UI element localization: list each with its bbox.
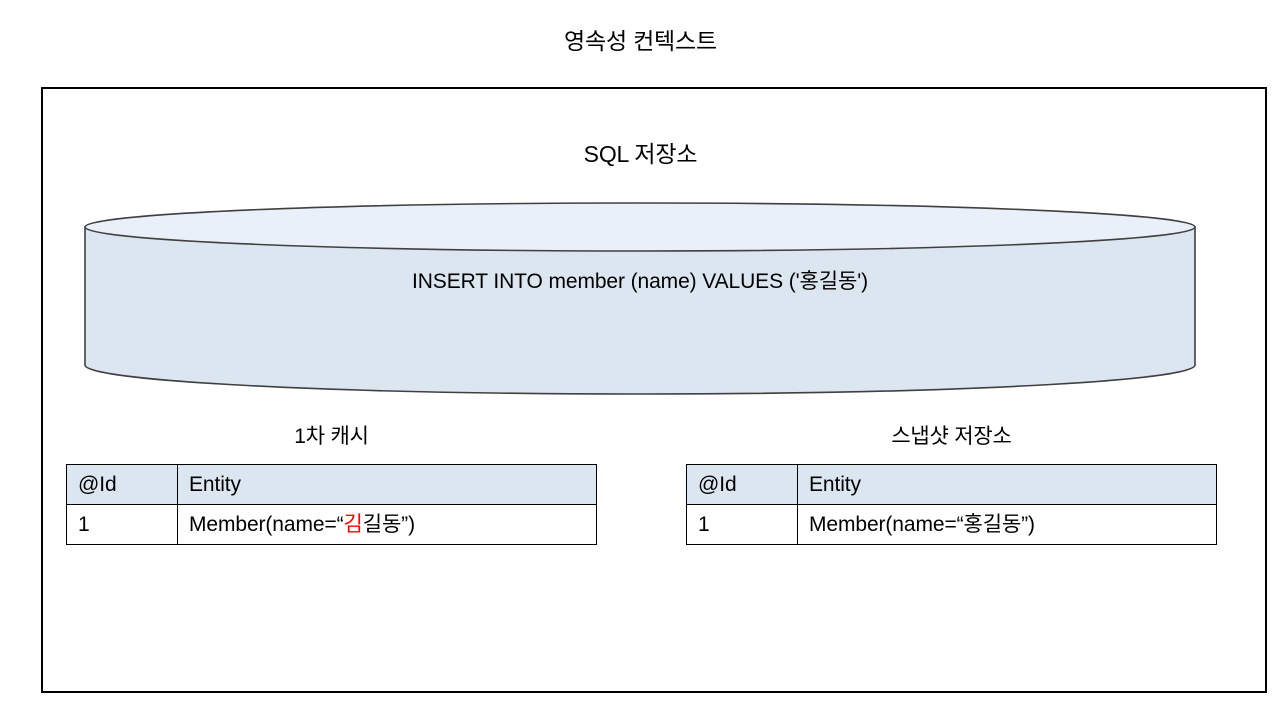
cylinder-body — [84, 226, 1196, 395]
first-level-cache-table: @Id Entity 1 Member(name=“김길동”) — [66, 464, 597, 545]
snapshot-store-table: @Id Entity 1 Member(name=“홍길동”) — [686, 464, 1217, 545]
entity-text-suffix: 길동”) — [362, 513, 415, 536]
column-header-id: @Id — [686, 464, 798, 505]
snapshot-store-caption: 스냅샷 저장소 — [891, 425, 1012, 448]
cell-entity: Member(name=“홍길동”) — [797, 504, 1217, 545]
cell-id: 1 — [686, 504, 798, 545]
entity-text-highlight: 김 — [343, 513, 363, 536]
column-header-entity: Entity — [177, 464, 597, 505]
sql-store-label: SQL 저장소 — [583, 141, 698, 167]
table-row: 1 Member(name=“김길동”) — [66, 504, 597, 545]
cell-id: 1 — [66, 504, 178, 545]
entity-text-prefix: Member(name=“ — [189, 513, 344, 536]
sql-store-cylinder — [80, 198, 1200, 395]
column-header-id: @Id — [66, 464, 178, 505]
cell-entity: Member(name=“김길동”) — [177, 504, 597, 545]
table-header-row: @Id Entity — [686, 464, 1217, 505]
column-header-entity: Entity — [797, 464, 1217, 505]
cylinder-top-ellipse — [84, 202, 1196, 252]
page-title: 영속성 컨텍스트 — [564, 28, 717, 54]
table-row: 1 Member(name=“홍길동”) — [686, 504, 1217, 545]
first-level-cache-caption: 1차 캐시 — [294, 425, 369, 448]
table-header-row: @Id Entity — [66, 464, 597, 505]
